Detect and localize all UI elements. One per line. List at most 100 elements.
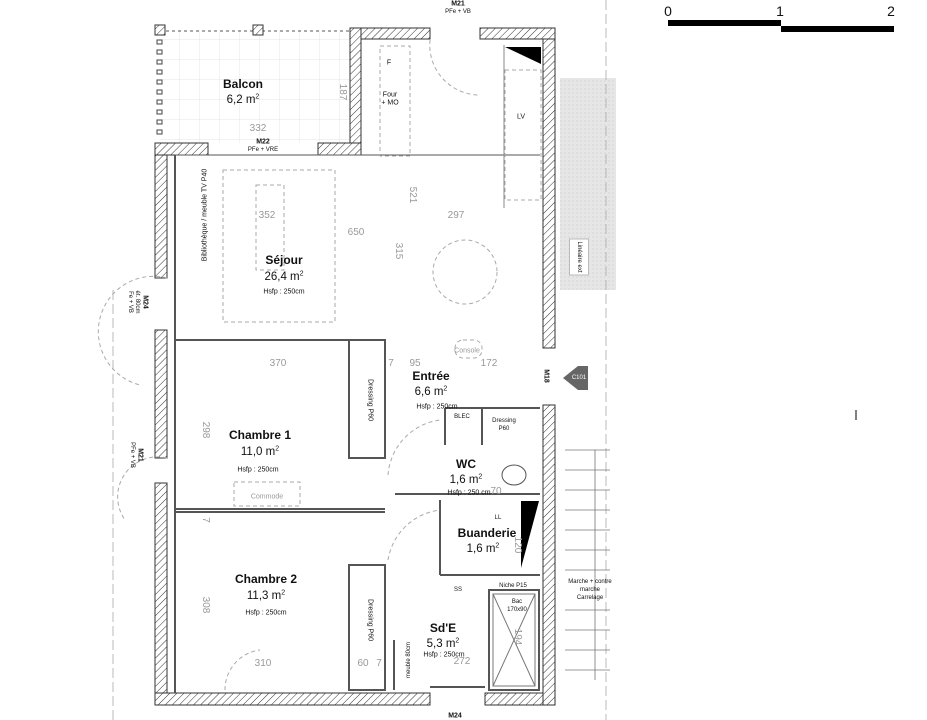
room-entree-hsfp: Hsfp : 250cm bbox=[416, 403, 458, 411]
dimension-label: 315 bbox=[393, 242, 404, 260]
room-buanderie-name: Buanderie bbox=[457, 526, 517, 540]
area-unit-sup: 2 bbox=[281, 589, 286, 597]
opening-m24-left-desc1: ét. 80cm bbox=[134, 290, 140, 314]
area-value: 26,4 m bbox=[264, 271, 300, 284]
oven-label: Four bbox=[382, 91, 398, 99]
dimension-label: 310 bbox=[254, 658, 272, 669]
blec-label: BLEC bbox=[454, 414, 470, 420]
ss-label: SS bbox=[453, 587, 463, 593]
dimension-label: 194 bbox=[512, 628, 523, 646]
commode-label: Commode bbox=[250, 493, 284, 501]
dimension-label: 95 bbox=[409, 358, 421, 369]
room-sejour-area: 26,4 m2 bbox=[264, 270, 303, 283]
dimension-label: 7 bbox=[376, 658, 382, 669]
dressing-ch2-label: Dressing P60 bbox=[366, 598, 374, 642]
bookcase-label: Bibliothèque / meuble TV P40 bbox=[201, 168, 209, 262]
scale-label-1: 1 bbox=[776, 3, 784, 19]
ll-label: LL bbox=[494, 515, 502, 521]
scale-bar-segment bbox=[668, 20, 781, 26]
fridge-label: F bbox=[386, 59, 392, 67]
shower-tray-size: 170x90 bbox=[507, 607, 527, 613]
opening-m24-left-desc2: Fe + VB bbox=[127, 291, 133, 313]
opening-m22-desc: PFe + VRE bbox=[247, 147, 279, 153]
room-entree-area: 6,6 m2 bbox=[415, 385, 448, 398]
opening-m21-top-code: M21 bbox=[451, 0, 465, 8]
room-wc-hsfp: Hsfp : 250 cm bbox=[447, 489, 491, 497]
dimension-label: 308 bbox=[200, 596, 211, 614]
room-balcon-area: 6,2 m2 bbox=[227, 93, 260, 106]
room-sde-name: Sd'E bbox=[429, 621, 457, 635]
room-wc-area: 1,6 m2 bbox=[450, 473, 483, 486]
area-unit-sup: 2 bbox=[478, 473, 483, 481]
opening-m22-code: M22 bbox=[256, 138, 270, 146]
dimension-label: 332 bbox=[249, 123, 267, 134]
niche-label: Niche P15 bbox=[499, 583, 527, 589]
scale-bar-segment bbox=[781, 26, 894, 32]
room-buanderie-area: 1,6 m2 bbox=[467, 542, 500, 555]
dressing-entree-label: Dressing bbox=[492, 418, 516, 424]
dimension-label: 521 bbox=[407, 186, 418, 204]
opening-m21-left-desc: PFe + VB bbox=[129, 442, 135, 468]
dimension-label: 120 bbox=[512, 536, 523, 554]
room-chambre1-area: 11,0 m2 bbox=[241, 445, 279, 458]
room-chambre2-area: 11,3 m2 bbox=[247, 589, 285, 602]
opening-m24-bottom-code: M24 bbox=[448, 712, 462, 720]
balcony-floor bbox=[160, 30, 350, 143]
area-unit-sup: 2 bbox=[275, 445, 280, 453]
dimension-label: 297 bbox=[447, 210, 465, 221]
dimension-label: 272 bbox=[453, 656, 471, 667]
stairs-label-1: Marche + contre bbox=[568, 579, 612, 585]
dimension-label: 172 bbox=[480, 358, 498, 369]
area-value: 6,2 m bbox=[226, 94, 256, 107]
room-balcon-name: Balcon bbox=[222, 77, 264, 91]
vanity-label: meuble 80cm bbox=[406, 641, 412, 679]
area-unit-sup: 2 bbox=[255, 93, 260, 101]
area-unit-sup: 2 bbox=[495, 542, 500, 550]
area-value: 1,6 m bbox=[449, 474, 479, 487]
scale-label-2: 2 bbox=[887, 3, 895, 19]
area-value: 11,3 m bbox=[246, 590, 282, 603]
furniture-outlines bbox=[97, 39, 542, 691]
opening-m18-code: M18 bbox=[542, 369, 550, 383]
dimension-label: 352 bbox=[258, 210, 276, 221]
dressing-ch1-label: Dressing P60 bbox=[366, 378, 374, 422]
room-chambre1-name: Chambre 1 bbox=[228, 428, 292, 442]
dimension-label: 70 bbox=[490, 486, 502, 497]
area-value: 5,3 m bbox=[426, 638, 456, 651]
room-chambre2-hsfp: Hsfp : 250cm bbox=[245, 609, 287, 617]
area-unit-sup: 2 bbox=[455, 637, 460, 645]
room-sde-area: 5,3 m2 bbox=[427, 637, 460, 650]
dishwasher-label: LV bbox=[516, 113, 526, 121]
interior-walls bbox=[174, 154, 540, 693]
area-value: 6,6 m bbox=[414, 386, 444, 399]
opening-m24-left-code: M24 bbox=[141, 295, 149, 309]
stairs-label-3: Carrelage bbox=[576, 595, 604, 601]
console-label: Console bbox=[454, 347, 480, 355]
area-value: 11,0 m bbox=[240, 446, 276, 459]
room-sejour-name: Séjour bbox=[265, 253, 303, 267]
dimension-label: 650 bbox=[347, 227, 365, 238]
opening-m21-top-desc: PFe + VB bbox=[445, 9, 471, 15]
oven-label-2: + MO bbox=[381, 99, 399, 107]
dimension-label: 370 bbox=[269, 358, 287, 369]
stairs-label-2: marche bbox=[579, 587, 601, 593]
dimension-label: 298 bbox=[200, 421, 211, 439]
room-entree-name: Entrée bbox=[412, 369, 450, 383]
scale-label-0: 0 bbox=[664, 3, 672, 19]
dressing-entree-label-2: P60 bbox=[498, 426, 510, 432]
room-chambre1-hsfp: Hsfp : 250cm bbox=[237, 466, 279, 474]
area-unit-sup: 2 bbox=[299, 270, 304, 278]
area-unit-sup: 2 bbox=[443, 385, 448, 393]
opening-m21-left-code: M21 bbox=[136, 448, 144, 462]
room-sejour-hsfp: Hsfp : 250cm bbox=[263, 288, 305, 296]
dimension-label: 7 bbox=[388, 358, 394, 369]
area-value: 1,6 m bbox=[466, 543, 496, 556]
dimension-label: 7 bbox=[200, 517, 211, 523]
dimension-label: 60 bbox=[357, 658, 369, 669]
room-chambre2-name: Chambre 2 bbox=[234, 572, 298, 586]
shower-tray-label: Bac bbox=[511, 599, 523, 605]
entry-marker-icon bbox=[563, 366, 588, 390]
entry-marker-label: C101 bbox=[571, 375, 587, 381]
